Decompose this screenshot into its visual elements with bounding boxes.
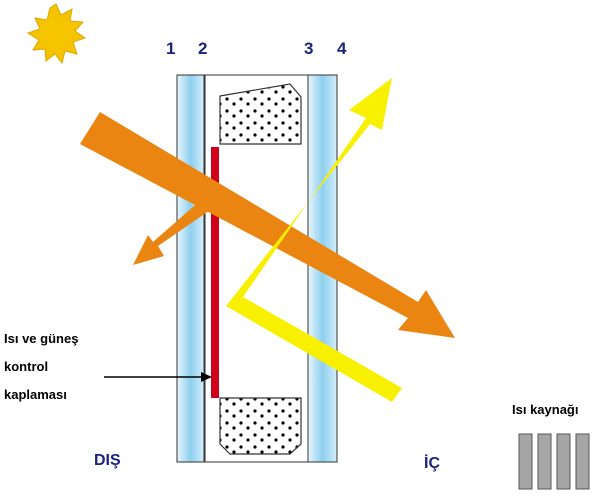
radiator-icon: [518, 433, 590, 490]
sun-icon: [26, 3, 87, 65]
surface-number-1: 1: [166, 39, 176, 58]
inside-label: İÇ: [424, 455, 440, 472]
coating-layer: [211, 147, 219, 398]
outer-glass-pane: [176, 74, 205, 463]
light-arrow: [226, 78, 402, 402]
surface-number-3: 3: [304, 39, 314, 58]
top-spacer: [219, 83, 302, 145]
bottom-spacer: [219, 397, 302, 455]
coating-label-line-3: kaplaması: [4, 387, 67, 402]
reflected-heat-arrow: [133, 192, 216, 265]
surface-number-2: 2: [198, 39, 208, 58]
coating-label-line-2: kontrol: [4, 359, 49, 374]
coating-label-line-1: Isı ve güneş: [4, 331, 79, 346]
outside-label: DIŞ: [94, 452, 121, 469]
surface-number-4: 4: [337, 39, 347, 58]
heat-arrow: [80, 112, 455, 338]
heat-source-label: Isı kaynağı: [512, 402, 579, 417]
pointer-arrow-icon: [104, 372, 212, 382]
